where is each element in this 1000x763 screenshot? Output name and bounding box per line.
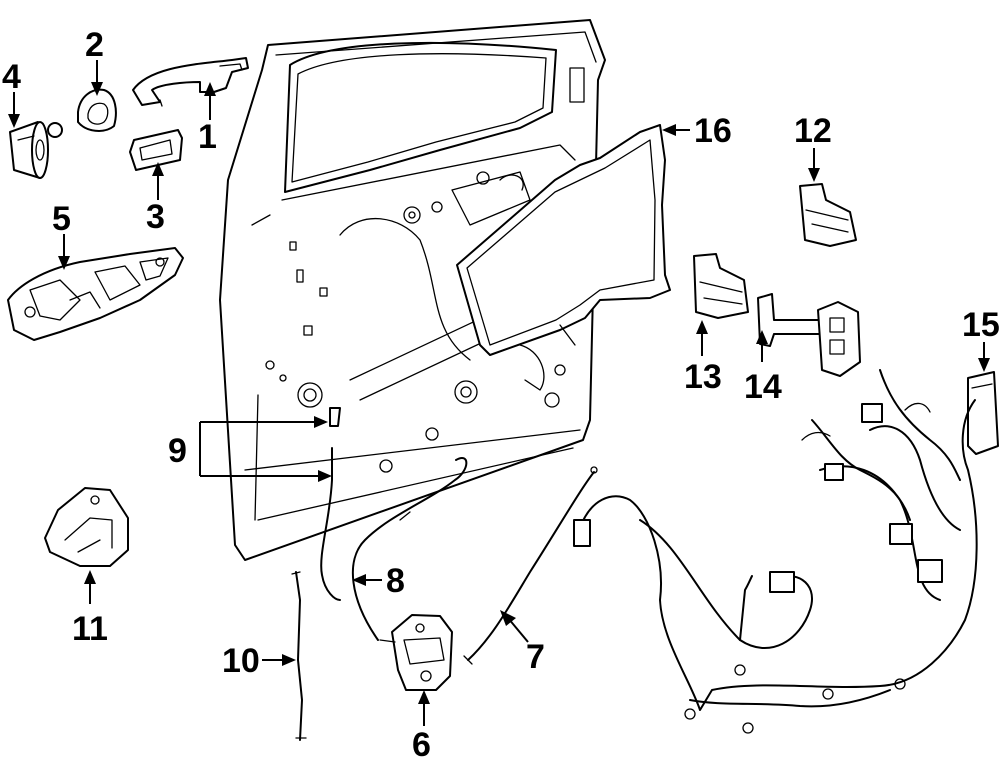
callout-5: 5	[52, 200, 71, 238]
part-run-channel	[291, 571, 307, 741]
part-door-check	[757, 293, 861, 377]
part-lock-cable	[463, 466, 598, 665]
callout-14: 14	[744, 368, 782, 406]
part-inside-handle-cable	[352, 457, 468, 641]
part-outside-handle	[132, 57, 249, 107]
door-shell	[219, 19, 606, 561]
callout-4: 4	[2, 58, 21, 96]
callout-9: 9	[168, 432, 187, 470]
part-handle-reinforcement	[7, 247, 184, 341]
part-water-deflector	[456, 124, 671, 356]
part-wiring-module	[967, 371, 999, 455]
callout-8: 8	[386, 562, 405, 600]
part-handle-pad	[77, 88, 117, 132]
leader-lines	[8, 60, 990, 726]
callout-2: 2	[85, 26, 104, 64]
part-door-lock	[379, 614, 453, 691]
callout-16: 16	[694, 112, 732, 150]
part-lower-hinge	[693, 253, 749, 319]
part-handle-bezel	[129, 129, 183, 171]
callout-1: 1	[198, 118, 217, 156]
callout-15: 15	[962, 306, 1000, 344]
part-lock-cylinder	[9, 121, 63, 179]
callout-labels: 1 2 3 4 5 6 7 8 9 10 11 12 13 14 15 16	[2, 26, 1000, 763]
callout-6: 6	[412, 726, 431, 763]
callout-10: 10	[222, 642, 260, 680]
callout-12: 12	[794, 112, 832, 150]
part-striker	[44, 487, 129, 567]
wiring-harness	[573, 369, 978, 734]
part-upper-hinge	[799, 183, 857, 247]
callout-3: 3	[146, 198, 165, 236]
part-lock-rod	[320, 407, 341, 601]
callout-11: 11	[72, 610, 108, 648]
callout-13: 13	[684, 358, 722, 396]
callout-7: 7	[526, 638, 545, 676]
